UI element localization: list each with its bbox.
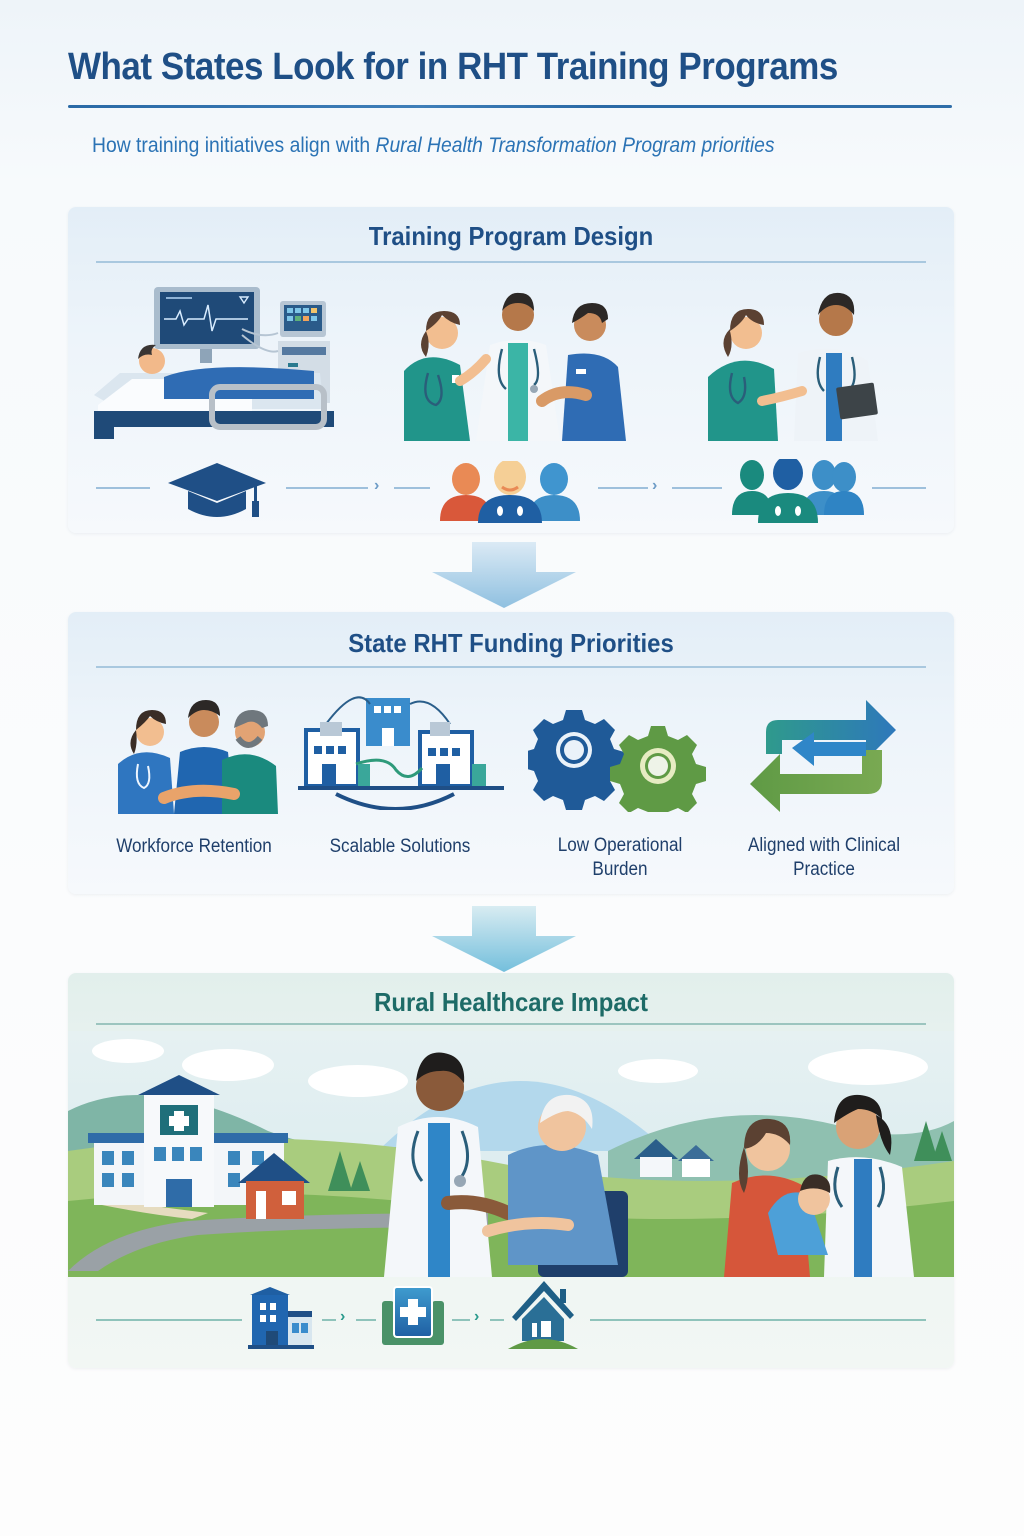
- chevron-right-icon: ›: [374, 477, 380, 494]
- healthcare-workers-icon: [118, 700, 278, 814]
- care-team-icon: [440, 461, 580, 523]
- flow-connector: [672, 487, 722, 489]
- chevron-right-icon: ›: [340, 1308, 346, 1325]
- medical-cross-icon: [382, 1286, 444, 1345]
- subtitle-text: How training initiatives align with: [92, 134, 376, 157]
- subtitle-program-name: Rural Health Transformation Program prio…: [375, 134, 775, 157]
- clinician-team-discussion-illustration: [404, 292, 626, 441]
- priority-label-text: Aligned with Clinical Practice: [747, 835, 901, 880]
- gears-icon: [528, 710, 706, 812]
- down-arrow-icon: [432, 542, 576, 608]
- priority-label: Low Operational Burden: [557, 835, 683, 880]
- page-subtitle: How training initiatives align with Rura…: [92, 134, 775, 158]
- down-arrow-icon: [432, 906, 576, 972]
- flow-connector: [394, 487, 430, 489]
- flow-connector: [872, 487, 926, 489]
- patient-simulation-illustration: [94, 287, 334, 439]
- section-title: State RHT Funding Priorities: [348, 628, 674, 658]
- cycle-arrows-icon: [750, 700, 896, 812]
- section-title: Training Program Design: [368, 221, 654, 251]
- rural-impact-panel: Rural Healthcare Impact: [68, 973, 954, 1368]
- section-divider: [96, 1023, 926, 1025]
- funding-priorities-panel: State RHT Funding Priorities: [68, 612, 954, 894]
- flow-connector: [96, 1319, 242, 1321]
- expanded-care-team-icon: [732, 459, 864, 523]
- priority-label: Scalable Solutions: [329, 836, 471, 857]
- flow-connector: [96, 487, 150, 489]
- rural-community-scene: [68, 1031, 954, 1277]
- chevron-right-icon: ›: [474, 1308, 480, 1325]
- priority-label: Aligned with Clinical Practice: [734, 834, 914, 882]
- page-title: What States Look for in RHT Training Pro…: [68, 46, 838, 88]
- graduation-cap-icon: [168, 463, 266, 517]
- flow-connector: [286, 487, 368, 489]
- section-divider: [96, 666, 926, 668]
- connected-facilities-icon: [298, 696, 504, 810]
- section-divider: [96, 261, 926, 263]
- flow-connector: [598, 487, 648, 489]
- nurse-doctor-tablet-illustration: [708, 292, 878, 441]
- flow-connector: [590, 1319, 926, 1321]
- flow-connector: [322, 1319, 336, 1321]
- flow-connector: [452, 1319, 470, 1321]
- priority-label: Workforce Retention: [116, 836, 272, 857]
- hospital-icon: [248, 1287, 314, 1349]
- home-icon: [508, 1281, 578, 1349]
- section-title: Rural Healthcare Impact: [374, 987, 648, 1017]
- chevron-right-icon: ›: [652, 477, 658, 494]
- flow-connector: [356, 1319, 376, 1321]
- training-design-panel: Training Program Design: [68, 207, 954, 533]
- title-divider: [68, 105, 952, 108]
- flow-connector: [490, 1319, 504, 1321]
